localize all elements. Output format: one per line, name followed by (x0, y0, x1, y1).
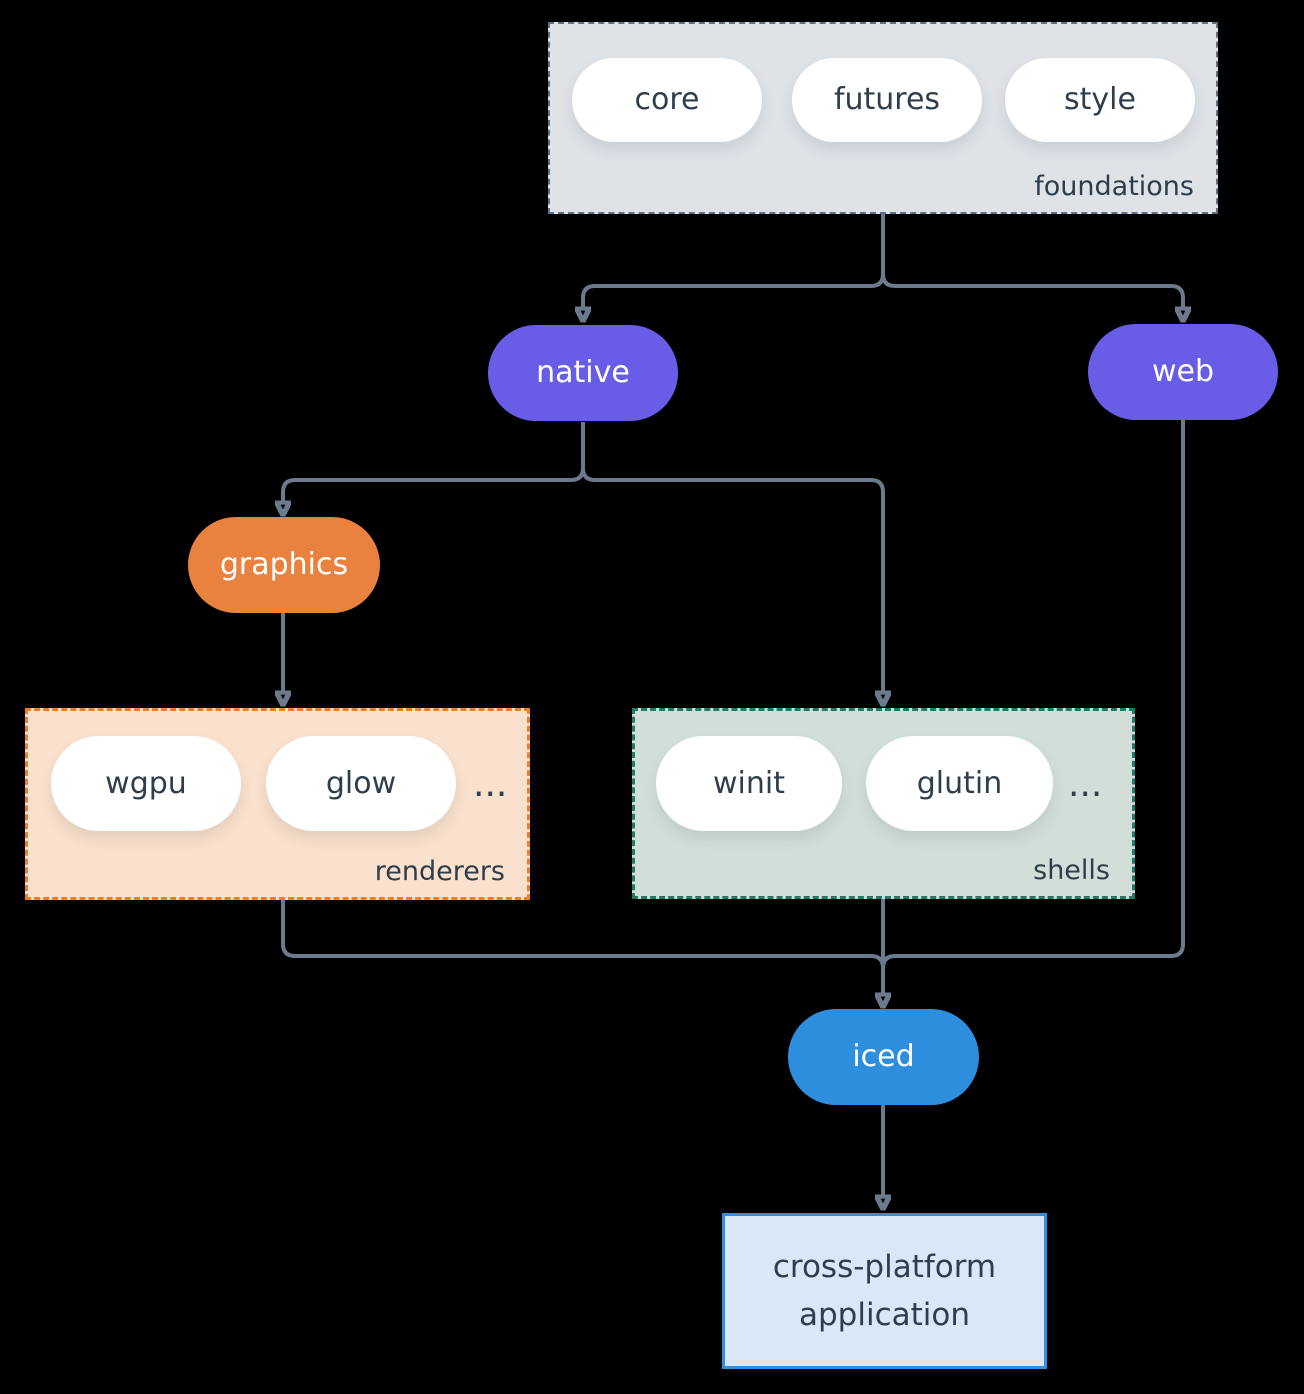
edge-foundations-to-web (881, 214, 1183, 308)
node-wgpu: wgpu (51, 736, 241, 831)
node-core: core (572, 58, 762, 142)
group-label-foundations: foundations (1034, 171, 1194, 202)
node-futures: futures (792, 58, 982, 142)
node-glow: glow (266, 736, 456, 831)
edge-native-to-graphics (283, 422, 585, 502)
node-native: native (488, 325, 678, 421)
group-label-shells: shells (1033, 855, 1110, 886)
edge-native-to-shells (581, 422, 883, 692)
edge-foundations-to-native (583, 214, 885, 308)
node-style: style (1005, 58, 1195, 142)
shells-ellipsis: ... (1068, 764, 1103, 805)
renderers-ellipsis: ... (473, 764, 508, 805)
group-shells: winit glutin ... shells (632, 708, 1135, 899)
group-foundations: core futures style foundations (548, 22, 1218, 214)
node-cross-platform-application: cross-platform application (722, 1213, 1047, 1369)
node-graphics: graphics (188, 517, 380, 613)
group-label-renderers: renderers (374, 856, 505, 887)
node-iced: iced (788, 1009, 979, 1105)
node-winit: winit (656, 736, 842, 831)
node-web: web (1088, 324, 1278, 420)
edge-renderers-to-merge (281, 900, 885, 969)
node-glutin: glutin (866, 736, 1053, 831)
group-renderers: wgpu glow ... renderers (25, 708, 530, 900)
